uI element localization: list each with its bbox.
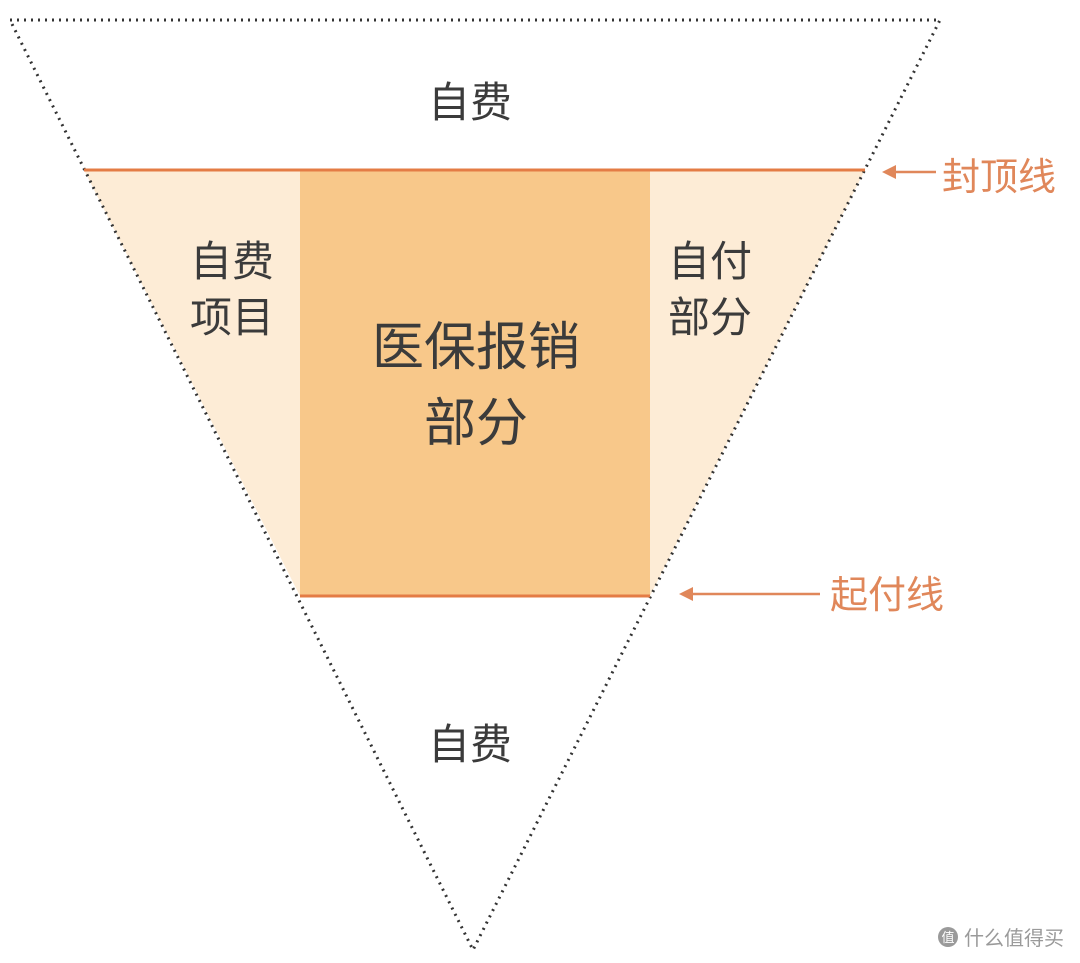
self-pay-items-line2: 项目 <box>190 293 275 342</box>
insurance-block <box>300 170 650 596</box>
start-line-label: 起付线 <box>830 573 945 617</box>
insurance-reimbursement-label: 医保报销 部分 <box>360 310 592 462</box>
top-self-pay-label: 自费 <box>428 78 513 127</box>
watermark: 值 什么值得买 <box>938 922 1064 951</box>
start-line-arrow <box>679 587 820 601</box>
insurance-line2: 部分 <box>423 394 528 454</box>
cap-line-arrow <box>882 165 936 179</box>
insurance-line1: 医保报销 <box>371 318 580 378</box>
copay-line1: 自付 <box>668 237 753 286</box>
copay-line2: 部分 <box>668 293 753 342</box>
funnel-outline <box>7 18 943 954</box>
cap-line-label: 封顶线 <box>942 155 1057 199</box>
watermark-logo-icon: 值 <box>938 926 958 947</box>
self-pay-items-line1: 自费 <box>190 237 275 286</box>
bottom-self-pay-label: 自费 <box>428 720 513 769</box>
self-pay-items-label: 自费 项目 <box>190 234 274 346</box>
copay-label: 自付 部分 <box>668 234 752 346</box>
watermark-text: 什么值得买 <box>964 926 1064 950</box>
